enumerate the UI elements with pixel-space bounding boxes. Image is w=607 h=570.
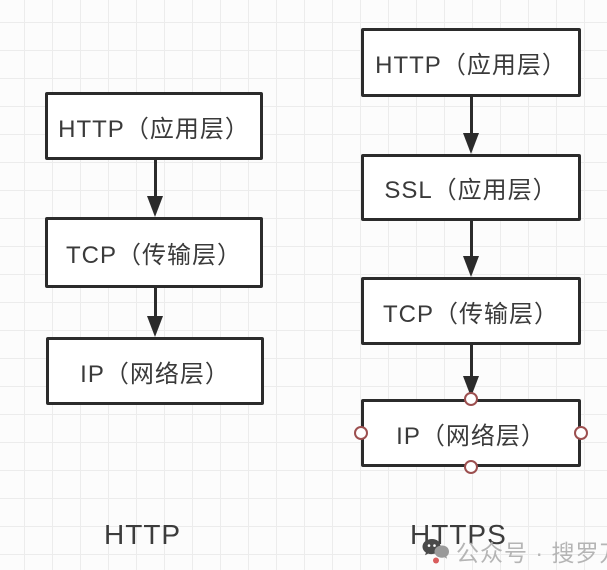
arrow-head-icon (147, 196, 163, 217)
arrow-down-connector[interactable] (147, 160, 164, 217)
node-tcp-transport-layer-right[interactable]: TCP（传输层） (361, 277, 581, 345)
node-http-application-layer-left[interactable]: HTTP（应用层） (45, 92, 263, 160)
connection-handle-right[interactable] (574, 426, 588, 440)
stack-caption-http[interactable]: HTTP (104, 519, 182, 550)
node-label: TCP（传输层） (383, 300, 559, 328)
arrow-down-connector[interactable] (147, 288, 164, 337)
arrow-shaft (154, 288, 157, 321)
connection-handle-top[interactable] (464, 392, 478, 406)
arrow-shaft (470, 221, 473, 261)
watermark-text: 公众号 · 搜罗万相 (456, 540, 607, 566)
node-label: HTTP（应用层） (375, 52, 567, 79)
node-tcp-transport-layer-left[interactable]: TCP（传输层） (45, 217, 263, 288)
arrow-down-connector[interactable] (463, 221, 480, 277)
node-ip-network-layer-left[interactable]: IP（网络层） (46, 337, 264, 405)
node-label: IP（网络层） (396, 422, 546, 450)
node-ssl-application-layer[interactable]: SSL（应用层） (361, 154, 581, 221)
arrow-head-icon (463, 256, 479, 277)
node-label: HTTP（应用层） (58, 115, 250, 143)
arrow-shaft (470, 345, 473, 381)
arrow-shaft (154, 160, 157, 201)
arrow-head-icon (463, 133, 479, 154)
node-label: IP（网络层） (80, 360, 230, 388)
arrow-head-icon (147, 316, 163, 337)
node-label: SSL（应用层） (384, 177, 558, 204)
wechat-bubbles-icon (421, 537, 451, 565)
node-http-application-layer-right[interactable]: HTTP（应用层） (361, 28, 581, 97)
arrow-down-connector[interactable] (463, 345, 480, 397)
arrow-down-connector[interactable] (463, 97, 480, 154)
node-label: TCP（传输层） (66, 242, 242, 269)
arrow-shaft (470, 97, 473, 138)
node-ip-network-layer-right-selected[interactable]: IP（网络层） (361, 399, 581, 467)
watermark: 公众号 · 搜罗万相 (421, 534, 607, 568)
connection-handle-left[interactable] (354, 426, 368, 440)
connection-handle-bottom[interactable] (464, 460, 478, 474)
arrow-head-icon (463, 376, 479, 397)
